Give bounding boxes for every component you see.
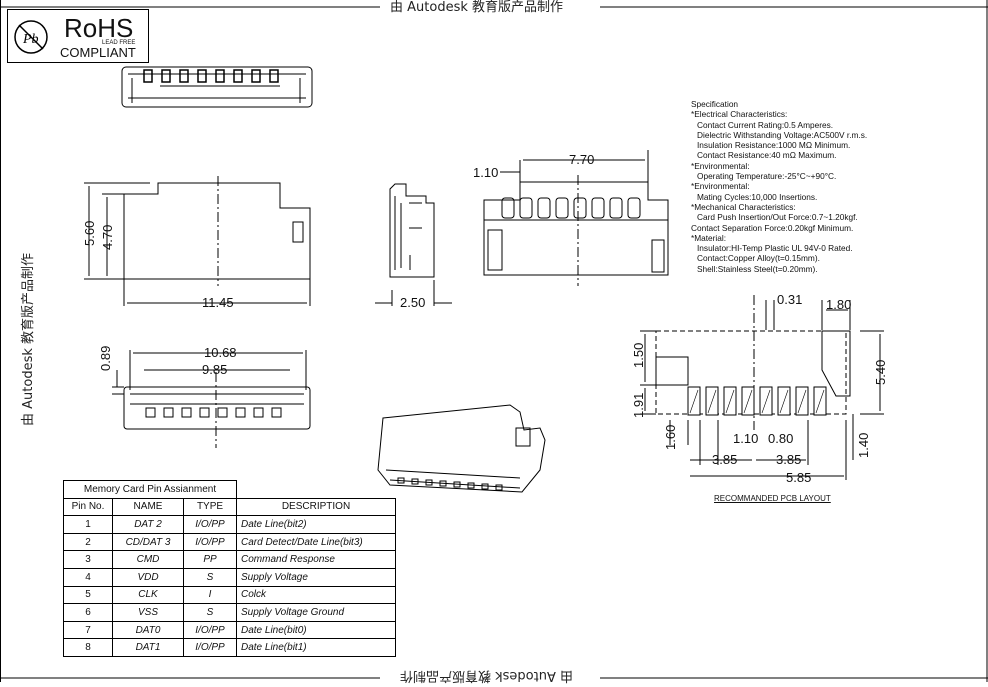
dim-11-45: 11.45 xyxy=(202,295,234,310)
dim-5-85: 5.85 xyxy=(786,470,812,485)
dim-3-85-right: 3.85 xyxy=(776,452,802,467)
spec-line: Contact Resistance:40 mΩ Maximum. xyxy=(697,150,837,161)
header-type: TYPE xyxy=(183,497,237,517)
dim-5-40: 5.40 xyxy=(873,359,888,385)
cell-name: DAT 2 xyxy=(112,515,184,534)
table-row: 1 DAT 2 I/O/PP Date Line(bit2) xyxy=(63,515,396,534)
table-row: 4 VDD S Supply Voltage xyxy=(63,567,396,587)
dim-2-50: 2.50 xyxy=(400,295,426,310)
dim-1-10-pcb: 1.10 xyxy=(733,431,759,446)
spec-line: Contact Separation Force:0.20kgf Minimum… xyxy=(691,222,854,233)
pin-assignment-table: Memory Card Pin Assianment Pin No. NAME … xyxy=(63,480,396,657)
dim-0-80: 0.80 xyxy=(768,431,794,446)
cell-pin: 1 xyxy=(63,515,113,534)
pb-free-icon: Pb xyxy=(14,20,48,54)
cell-name: VSS xyxy=(112,603,184,622)
table-row: 2 CD/DAT 3 I/O/PP Card Detect/Date Line(… xyxy=(63,532,396,552)
pcb-layout-caption: RECOMMANDED PCB LAYOUT xyxy=(714,494,831,503)
spec-line: Shell:Stainless Steel(t=0.20mm). xyxy=(697,263,818,274)
cell-description: Date Line(bit0) xyxy=(236,620,396,640)
table-title: Memory Card Pin Assianment xyxy=(63,480,237,499)
cell-type: S xyxy=(183,603,237,622)
cell-description: Colck xyxy=(236,585,396,605)
dim-9-85: 9.85 xyxy=(202,362,228,377)
cell-type: S xyxy=(183,567,237,587)
spec-line: Contact:Copper Alloy(t=0.15mm). xyxy=(697,253,820,264)
table-row: 3 CMD PP Command Response xyxy=(63,550,396,569)
table-row: 5 CLK I Colck xyxy=(63,585,396,605)
dim-1-40: 1.40 xyxy=(856,432,871,458)
spec-line: Mating Cycles:10,000 Insertions. xyxy=(697,191,818,202)
dim-3-85-left: 3.85 xyxy=(712,452,738,467)
specification-block: Specification *Electrical Characteristic… xyxy=(691,99,867,274)
spec-line: *Electrical Characteristics: xyxy=(691,109,788,120)
table-row: 8 DAT1 I/O/PP Date Line(bit1) xyxy=(63,638,396,657)
cell-description: Command Response xyxy=(236,550,396,569)
cell-name: DAT1 xyxy=(112,638,184,657)
header-pin-no: Pin No. xyxy=(63,497,113,517)
spec-line: Card Push Insertion/Out Force:0.7~1.20kg… xyxy=(697,212,858,223)
spec-line: *Environmental: xyxy=(691,160,750,171)
cell-description: Supply Voltage xyxy=(236,567,396,587)
spec-line: *Environmental: xyxy=(691,181,750,192)
dim-1-91: 1.91 xyxy=(631,392,646,418)
cell-name: DAT0 xyxy=(112,620,184,640)
cell-name: VDD xyxy=(112,567,184,587)
cell-description: Date Line(bit2) xyxy=(236,515,396,534)
cell-name: CMD xyxy=(112,550,184,569)
watermark-bottom: 由 Autodesk 教育版产品制作 xyxy=(400,668,573,683)
spec-line: *Mechanical Characteristics: xyxy=(691,201,796,212)
dim-1-10: 1.10 xyxy=(473,165,499,180)
rohs-badge: Pb RoHS LEAD FREE COMPLIANT xyxy=(7,9,149,63)
spec-line: Dielectric Withstanding Voltage:AC500V r… xyxy=(697,129,868,140)
lead-free-text: LEAD FREE xyxy=(102,40,136,46)
table-header-row: Pin No. NAME TYPE DESCRIPTION xyxy=(63,497,396,517)
compliant-text: COMPLIANT xyxy=(60,45,136,60)
table-row: 7 DAT0 I/O/PP Date Line(bit0) xyxy=(63,620,396,640)
cell-description: Card Detect/Date Line(bit3) xyxy=(236,532,396,552)
cell-pin: 4 xyxy=(63,567,113,587)
dim-0-31: 0.31 xyxy=(777,292,803,307)
spec-line: Insulation Resistance:1000 MΩ Minimum. xyxy=(697,140,851,151)
dim-10-68: 10.68 xyxy=(204,345,237,360)
cell-name: CLK xyxy=(112,585,184,605)
cell-description: Date Line(bit1) xyxy=(236,638,396,657)
spec-line: Contact Current Rating:0.5 Amperes. xyxy=(697,119,834,130)
spec-line: Insulator:HI-Temp Plastic UL 94V-0 Rated… xyxy=(697,243,853,254)
watermark-left: 由 Autodesk 教育版产品制作 xyxy=(21,253,36,426)
top-view xyxy=(121,66,313,108)
svg-text:Pb: Pb xyxy=(22,32,39,47)
spec-line: Specification xyxy=(691,99,739,109)
cell-pin: 8 xyxy=(63,638,113,657)
dim-4-70: 4.70 xyxy=(100,224,115,250)
spec-line: *Material: xyxy=(691,232,727,243)
watermark-top: 由 Autodesk 教育版产品制作 xyxy=(390,0,563,15)
cell-pin: 3 xyxy=(63,550,113,569)
cell-type: PP xyxy=(183,550,237,569)
cell-name: CD/DAT 3 xyxy=(112,532,184,552)
table-row: 6 VSS S Supply Voltage Ground xyxy=(63,603,396,622)
rohs-text: RoHS xyxy=(64,13,134,43)
cell-type: I xyxy=(183,585,237,605)
dim-1-50: 1.50 xyxy=(631,342,646,368)
cell-pin: 7 xyxy=(63,620,113,640)
cell-type: I/O/PP xyxy=(183,515,237,534)
dim-7-70: 7.70 xyxy=(569,152,595,167)
dim-0-89: 0.89 xyxy=(98,345,113,371)
cell-pin: 6 xyxy=(63,603,113,622)
dim-1-60: 1.60 xyxy=(663,424,678,450)
header-description: DESCRIPTION xyxy=(236,497,396,517)
cell-pin: 2 xyxy=(63,532,113,552)
cell-type: I/O/PP xyxy=(183,532,237,552)
cell-pin: 5 xyxy=(63,585,113,605)
header-name: NAME xyxy=(112,497,184,517)
cell-type: I/O/PP xyxy=(183,620,237,640)
cell-description: Supply Voltage Ground xyxy=(236,603,396,622)
dim-5-60: 5.60 xyxy=(82,220,97,246)
cell-type: I/O/PP xyxy=(183,638,237,657)
dim-1-80: 1.80 xyxy=(826,297,852,312)
spec-line: Operating Temperature:-25°C~+90°C. xyxy=(697,171,837,182)
